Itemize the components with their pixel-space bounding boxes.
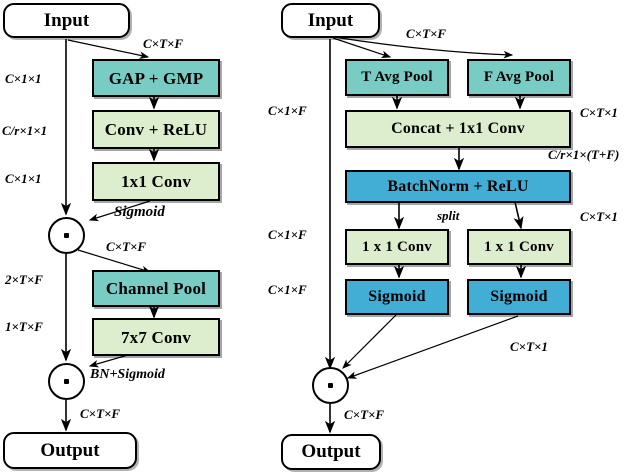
dim-left-inline-top: C×T×F [143, 36, 184, 51]
block-gap-gmp-label: GAP + GMP [108, 68, 204, 88]
dim-left-1: C×1×1 [5, 71, 42, 86]
block-sigmoid-right-label: Sigmoid [490, 288, 548, 305]
left-output-label: Output [40, 439, 100, 461]
block-batchnorm-relu-label: BatchNorm + ReLU [387, 177, 529, 195]
block-1x1-conv-r-right: 1 x 1 Conv [467, 229, 571, 265]
dim-right-3: C×1×F [268, 282, 307, 297]
block-sigmoid-left-label: Sigmoid [368, 288, 426, 305]
block-sigmoid-right: Sigmoid [467, 279, 571, 315]
block-f-avg-pool-label: F Avg Pool [483, 69, 555, 85]
block-1x1-conv-r-right-label: 1 x 1 Conv [484, 238, 554, 255]
multiply-node-3 [312, 367, 349, 404]
block-1x1-conv-r-left-label: 1 x 1 Conv [362, 238, 432, 255]
right-output-terminal: Output [281, 434, 381, 470]
dim-left-5: 1×T×F [5, 319, 43, 334]
block-7x7-conv: 7x7 Conv [92, 318, 220, 356]
block-batchnorm-relu: BatchNorm + ReLU [345, 170, 571, 203]
block-1x1-conv-left: 1x1 Conv [92, 162, 220, 201]
block-t-avg-pool-label: T Avg Pool [361, 69, 433, 85]
dim-right-1: C×1×F [268, 103, 307, 118]
multiply-node-2 [48, 363, 85, 400]
dim-right-r4: C×T×1 [510, 339, 548, 354]
block-1x1-conv-left-label: 1x1 Conv [120, 172, 192, 191]
left-input-terminal: Input [3, 3, 130, 38]
block-concat-conv-label: Concat + 1x1 Conv [391, 120, 525, 137]
block-sigmoid-left: Sigmoid [345, 279, 449, 315]
block-channel-pool-label: Channel Pool [105, 279, 207, 298]
left-output-terminal: Output [3, 432, 137, 469]
block-t-avg-pool: T Avg Pool [345, 59, 449, 96]
dim-right-r1: C×T×1 [580, 105, 618, 120]
left-input-label: Input [43, 9, 90, 31]
dim-right-r3: C×T×1 [580, 209, 618, 224]
block-7x7-conv-label: 7x7 Conv [120, 327, 192, 347]
dim-left-2: C/r×1×1 [2, 123, 48, 138]
block-1x1-conv-r-left: 1 x 1 Conv [345, 229, 449, 265]
dim-left-3: C×1×1 [5, 171, 42, 186]
dim-right-2: C×1×F [268, 227, 307, 242]
note-bn-sigmoid: BN+Sigmoid [90, 367, 165, 382]
right-input-label: Input [307, 9, 354, 31]
block-conv-relu: Conv + ReLU [92, 110, 220, 149]
dim-left-4: 2×T×F [5, 272, 43, 287]
dim-right-inline-out: C×T×F [344, 407, 385, 422]
block-f-avg-pool: F Avg Pool [467, 59, 571, 96]
block-gap-gmp: GAP + GMP [92, 59, 220, 97]
block-channel-pool: Channel Pool [92, 270, 220, 307]
multiply-node-1 [48, 217, 85, 254]
block-conv-relu-label: Conv + ReLU [104, 120, 208, 139]
dim-right-r2: C/r×1×(T+F) [548, 147, 620, 162]
right-input-terminal: Input [281, 3, 380, 38]
dim-left-inline-mid: C×T×F [106, 239, 147, 254]
note-split: split [437, 208, 460, 223]
dim-right-inline-top: C×T×F [406, 26, 447, 41]
note-sigmoid-left: Sigmoid [114, 204, 165, 220]
dim-left-inline-out: C×T×F [80, 406, 121, 421]
right-output-label: Output [301, 441, 361, 462]
block-concat-conv: Concat + 1x1 Conv [345, 110, 571, 148]
